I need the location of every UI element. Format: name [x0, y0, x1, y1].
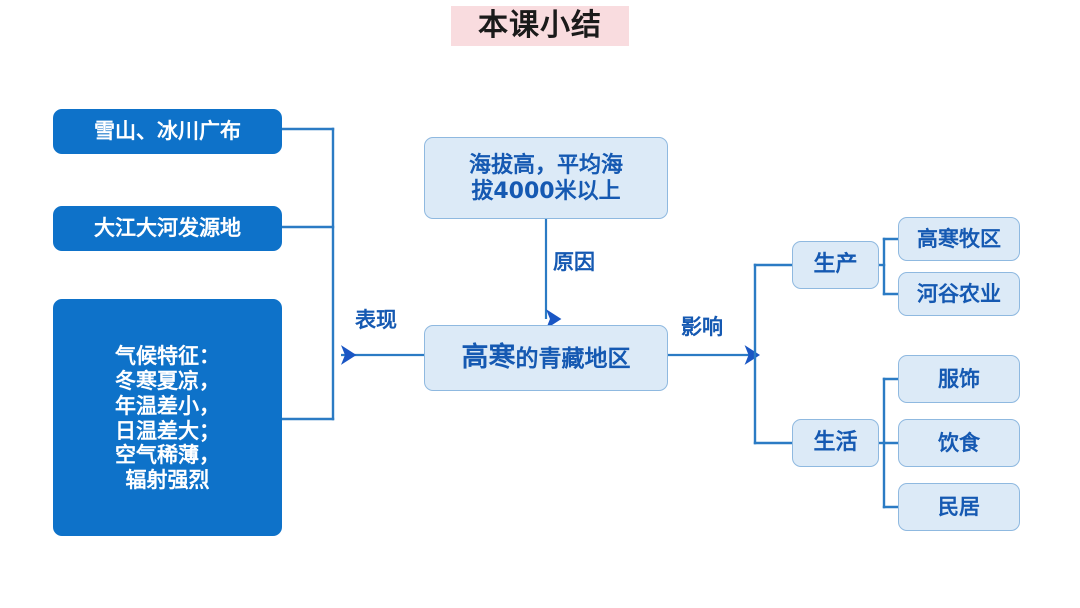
node-clothing[interactable]: 服饰: [898, 355, 1020, 403]
node-housing-label: 民居: [938, 494, 980, 519]
edge-label-manifestation: 表现: [355, 308, 397, 332]
node-food-label: 饮食: [938, 430, 980, 455]
node-core-rest: 的青藏地区: [515, 346, 631, 373]
right-bracket-life: [877, 377, 900, 509]
altitude-line-2: 拔4000米以上: [471, 179, 621, 204]
node-climate-features-label: 气候特征： 冬寒夏凉， 年温差小， 日温差大； 空气稀薄， 辐射强烈: [115, 342, 220, 493]
node-life-label: 生活: [813, 430, 858, 456]
node-river-source[interactable]: 大江大河发源地: [53, 206, 282, 251]
node-valley-agriculture-label: 河谷农业: [917, 281, 1001, 306]
node-snow-glacier[interactable]: 雪山、冰川广布: [53, 109, 282, 154]
left-bracket: [281, 127, 335, 421]
page-title-text: 本课小结: [478, 8, 602, 43]
node-production[interactable]: 生产: [792, 241, 879, 289]
node-housing[interactable]: 民居: [898, 483, 1020, 531]
node-core-emphasis: 高寒: [461, 342, 516, 374]
node-production-label: 生产: [813, 252, 858, 278]
node-life[interactable]: 生活: [792, 419, 879, 467]
right-bracket-level1: [753, 263, 794, 445]
node-qinghai-tibet-region[interactable]: 高寒的青藏地区: [424, 325, 668, 391]
node-alpine-pasture[interactable]: 高寒牧区: [898, 217, 1020, 261]
node-clothing-label: 服饰: [938, 366, 980, 391]
node-snow-glacier-label: 雪山、冰川广布: [94, 119, 241, 144]
climate-line-6: 辐射强烈: [125, 468, 210, 493]
climate-line-1: 气候特征：: [115, 344, 220, 369]
altitude-line-1: 海拔高，平均海: [468, 153, 623, 179]
edge-label-influence: 影响: [681, 315, 723, 339]
page-title: 本课小结: [451, 6, 629, 46]
node-alpine-pasture-label: 高寒牧区: [917, 226, 1001, 251]
node-high-altitude[interactable]: 海拔高，平均海 拔4000米以上: [424, 137, 668, 219]
climate-line-4: 日温差大；: [115, 418, 220, 443]
edge-label-cause: 原因: [553, 250, 595, 274]
node-food[interactable]: 饮食: [898, 419, 1020, 467]
node-core-label: 高寒的青藏地区: [462, 342, 631, 374]
node-river-source-label: 大江大河发源地: [94, 216, 241, 241]
climate-line-5: 空气稀薄，: [115, 443, 220, 468]
node-climate-features[interactable]: 气候特征： 冬寒夏凉， 年温差小， 日温差大； 空气稀薄， 辐射强烈: [53, 299, 282, 536]
right-bracket-production: [877, 237, 900, 296]
climate-line-2: 冬寒夏凉，: [115, 368, 220, 393]
climate-line-3: 年温差小，: [115, 393, 220, 418]
node-high-altitude-label: 海拔高，平均海 拔4000米以上: [469, 151, 623, 205]
node-valley-agriculture[interactable]: 河谷农业: [898, 272, 1020, 316]
